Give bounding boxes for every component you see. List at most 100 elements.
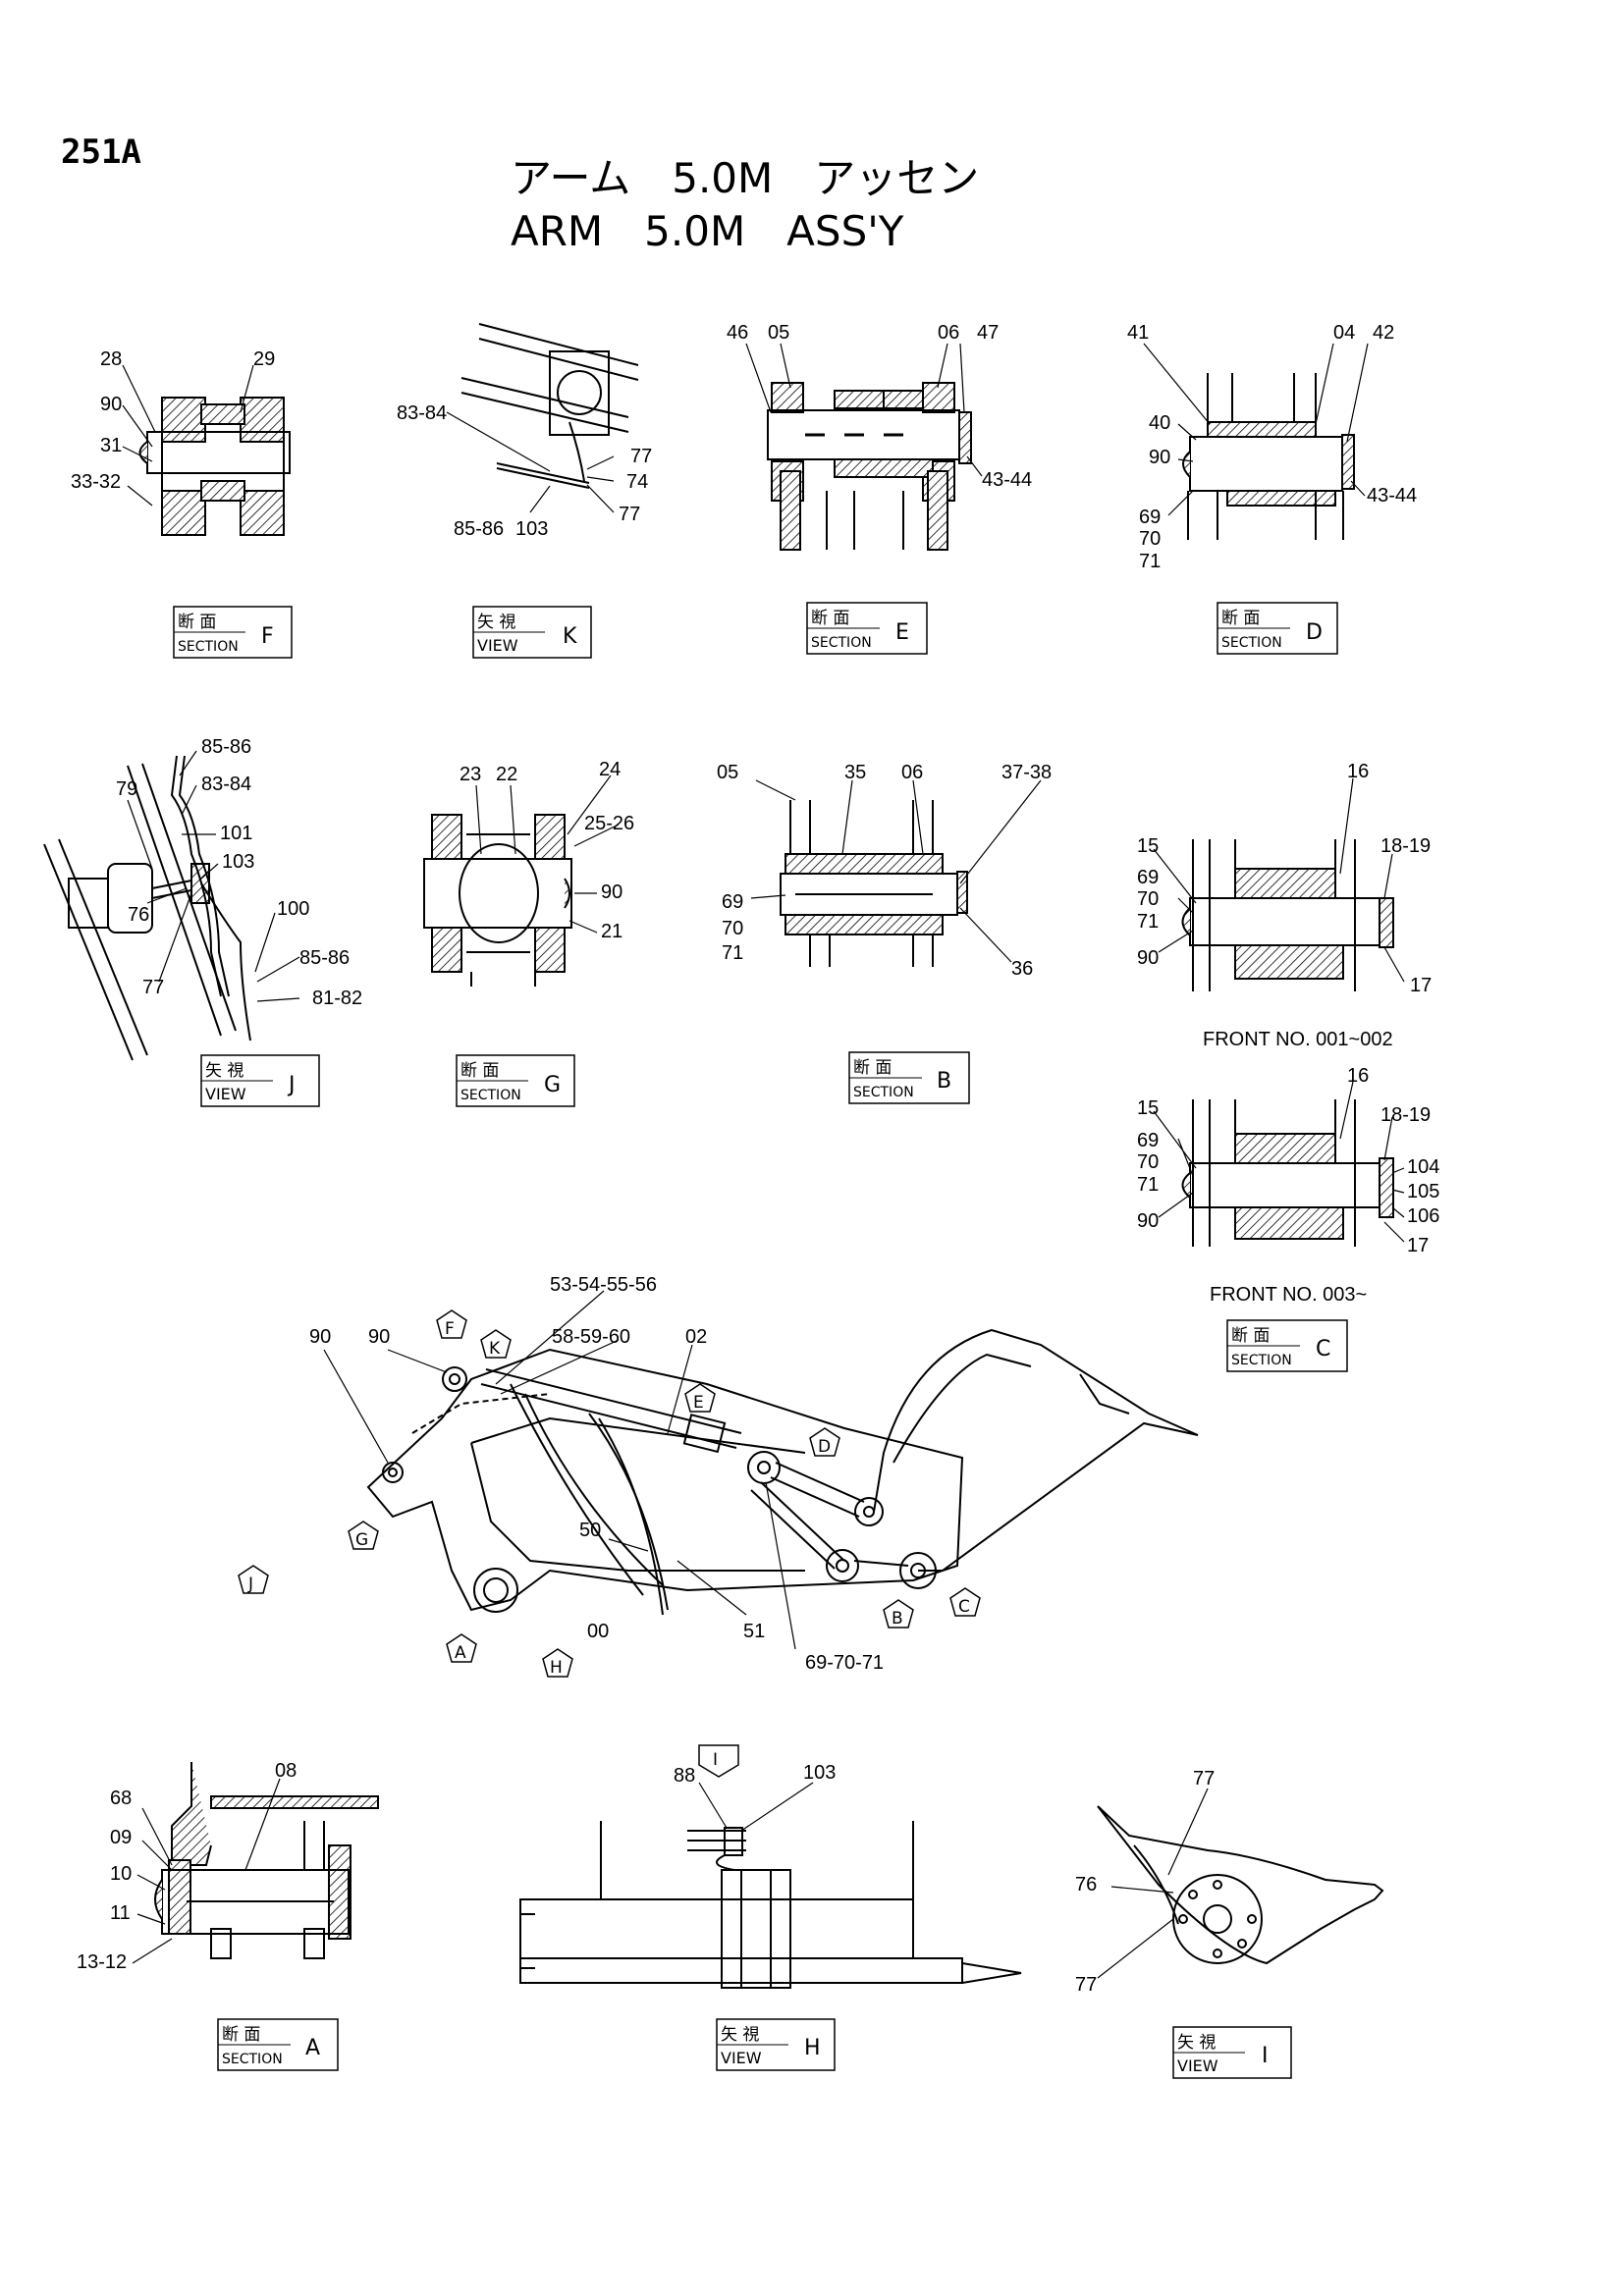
svg-text:断 面: 断 面 xyxy=(811,609,849,628)
section-c-lower-callouts: 16 15 18-19 69 70 71 104 105 106 90 17 xyxy=(1137,1065,1439,1256)
arm-assembly-drawing xyxy=(366,1328,1199,1616)
svg-text:H: H xyxy=(550,1658,563,1678)
svg-text:K: K xyxy=(563,624,577,649)
caption-view-j: 矢 視 VIEW J xyxy=(200,1054,320,1107)
svg-text:85-86: 85-86 xyxy=(299,947,350,969)
svg-text:17: 17 xyxy=(1407,1235,1429,1256)
svg-text:J: J xyxy=(287,1073,296,1097)
svg-text:77: 77 xyxy=(1193,1768,1215,1789)
svg-text:断 面: 断 面 xyxy=(1221,609,1260,628)
section-d-callouts: 41 04 42 40 90 43-44 69 70 71 xyxy=(1127,322,1417,572)
section-c-lower-drawing xyxy=(1181,1099,1394,1247)
marker-e: E xyxy=(684,1383,716,1413)
svg-text:105: 105 xyxy=(1407,1181,1439,1202)
caption-section-b: 断 面 SECTION B xyxy=(848,1051,970,1104)
svg-text:90: 90 xyxy=(309,1326,331,1348)
svg-text:35: 35 xyxy=(844,762,866,783)
svg-text:16: 16 xyxy=(1347,761,1369,782)
svg-text:17: 17 xyxy=(1410,975,1432,996)
section-b-drawing xyxy=(780,800,968,967)
svg-text:68: 68 xyxy=(110,1788,132,1809)
caption-section-e: 断 面 SECTION E xyxy=(806,602,928,655)
svg-text:I: I xyxy=(1262,2044,1269,2068)
svg-text:41: 41 xyxy=(1127,322,1149,344)
svg-text:D: D xyxy=(818,1437,831,1457)
svg-text:69: 69 xyxy=(722,891,743,913)
svg-text:15: 15 xyxy=(1137,1097,1159,1119)
view-markers: F K E D G J A H B C xyxy=(238,1309,981,1678)
section-g-drawing xyxy=(423,814,572,987)
svg-text:C: C xyxy=(958,1597,970,1617)
view-j-callouts: 85-86 83-84 79 101 103 76 77 100 85-86 8… xyxy=(116,736,362,1009)
svg-text:23: 23 xyxy=(460,764,481,785)
caption-section-d: 断 面 SECTION D xyxy=(1217,602,1338,655)
svg-text:H: H xyxy=(804,2036,821,2060)
section-c-upper-drawing xyxy=(1181,839,1394,991)
svg-text:08: 08 xyxy=(275,1760,297,1782)
svg-text:断 面: 断 面 xyxy=(222,2025,260,2045)
marker-k: K xyxy=(480,1329,512,1359)
svg-text:46: 46 xyxy=(727,322,748,344)
svg-text:22: 22 xyxy=(496,764,517,785)
part-label: 31 xyxy=(100,435,122,456)
caption-section-c: 断 面 SECTION C xyxy=(1226,1319,1348,1372)
svg-text:79: 79 xyxy=(116,778,137,800)
svg-text:矢 視: 矢 視 xyxy=(721,2025,759,2045)
svg-text:E: E xyxy=(895,620,909,645)
svg-text:71: 71 xyxy=(1139,551,1161,572)
svg-text:69-70-71: 69-70-71 xyxy=(805,1652,884,1674)
svg-text:断 面: 断 面 xyxy=(178,613,216,632)
svg-text:10: 10 xyxy=(110,1863,132,1885)
section-d-drawing xyxy=(1182,373,1355,540)
svg-text:11: 11 xyxy=(110,1902,131,1924)
svg-text:58-59-60: 58-59-60 xyxy=(552,1326,630,1348)
page-code: 251A xyxy=(61,133,141,172)
svg-text:15: 15 xyxy=(1137,835,1159,857)
section-b-callouts: 05 35 06 37-38 69 70 71 36 xyxy=(717,762,1052,980)
marker-c: C xyxy=(949,1587,981,1617)
svg-text:85-86: 85-86 xyxy=(454,518,504,540)
svg-text:05: 05 xyxy=(768,322,789,344)
svg-text:70: 70 xyxy=(1137,1151,1159,1173)
caption-section-g: 断 面 SECTION G xyxy=(456,1054,575,1107)
view-h-callouts: I 88 103 xyxy=(674,1744,836,1832)
svg-text:37-38: 37-38 xyxy=(1001,762,1052,783)
svg-text:77: 77 xyxy=(142,977,164,998)
svg-text:103: 103 xyxy=(222,851,254,873)
svg-text:VIEW: VIEW xyxy=(477,636,518,655)
svg-text:42: 42 xyxy=(1373,322,1394,344)
svg-text:24: 24 xyxy=(599,759,621,780)
svg-text:103: 103 xyxy=(515,518,548,540)
svg-text:90: 90 xyxy=(601,881,622,903)
svg-text:矢 視: 矢 視 xyxy=(1177,2033,1216,2053)
svg-text:50: 50 xyxy=(579,1520,601,1541)
svg-text:D: D xyxy=(1306,620,1323,645)
section-g-callouts: 23 22 24 25-26 90 21 xyxy=(460,759,634,942)
view-h-drawing xyxy=(519,1821,1022,1989)
svg-text:断 面: 断 面 xyxy=(460,1061,499,1081)
svg-text:SECTION: SECTION xyxy=(811,635,872,651)
part-label: 29 xyxy=(253,348,275,370)
svg-text:77: 77 xyxy=(619,504,640,525)
caption-section-f: 断 面 SECTION F xyxy=(173,606,293,659)
svg-text:VIEW: VIEW xyxy=(1177,2056,1218,2075)
svg-text:02: 02 xyxy=(685,1326,707,1348)
section-f-drawing xyxy=(138,397,291,536)
front-number-note-1: FRONT NO. 001~002 xyxy=(1203,1029,1393,1050)
svg-text:85-86: 85-86 xyxy=(201,736,251,758)
svg-text:00: 00 xyxy=(587,1621,609,1642)
svg-text:70: 70 xyxy=(1139,528,1161,550)
svg-text:矢 視: 矢 視 xyxy=(205,1061,243,1081)
svg-text:74: 74 xyxy=(626,471,648,493)
svg-text:G: G xyxy=(355,1530,368,1550)
svg-text:69: 69 xyxy=(1137,1130,1159,1151)
section-f-callouts: 28 29 90 31 33-32 xyxy=(71,348,275,507)
svg-text:A: A xyxy=(305,2036,320,2060)
svg-text:E: E xyxy=(693,1393,704,1413)
svg-text:88: 88 xyxy=(674,1765,695,1787)
view-k-drawing xyxy=(460,323,639,489)
svg-text:76: 76 xyxy=(128,904,149,926)
svg-text:70: 70 xyxy=(722,918,743,939)
svg-text:18-19: 18-19 xyxy=(1380,835,1431,857)
caption-view-k: 矢 視 VIEW K xyxy=(472,606,592,659)
